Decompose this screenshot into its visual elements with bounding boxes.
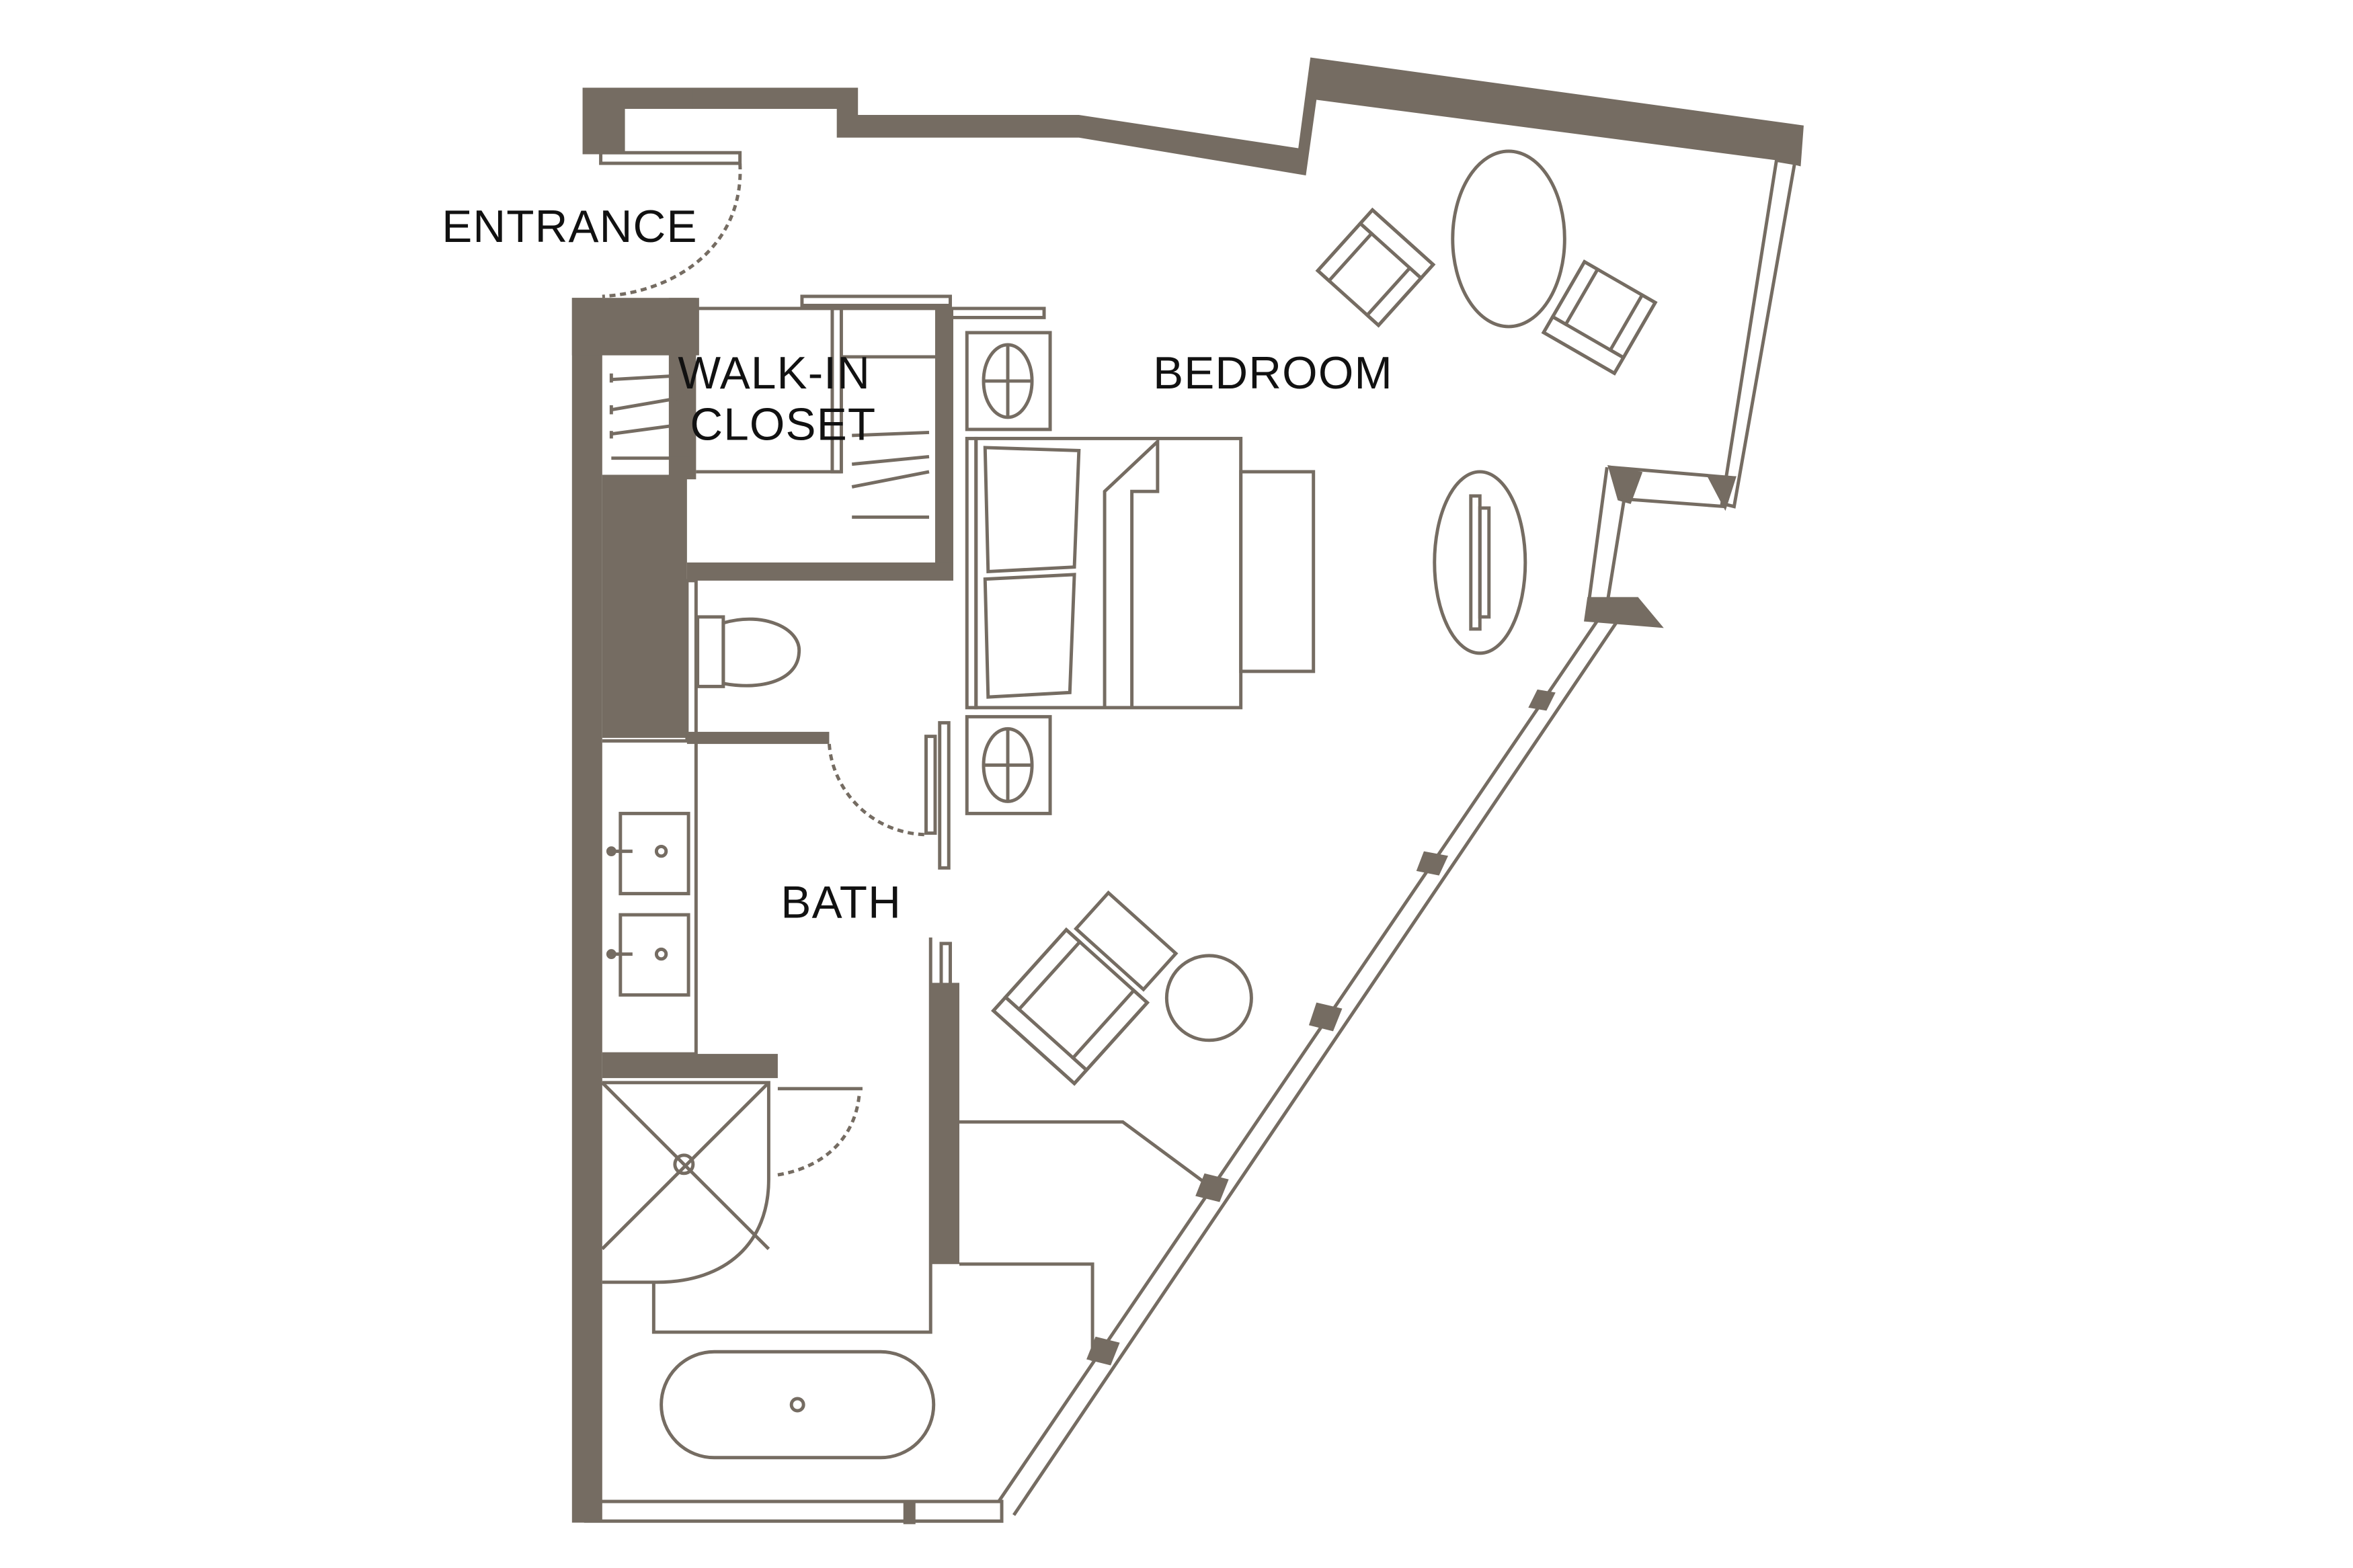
closet-label-line1: WALK-IN	[678, 348, 871, 399]
lounge-chairs	[991, 207, 1658, 1086]
wardrobe-outline	[959, 1120, 1206, 1184]
sink	[619, 811, 690, 896]
door-leaf	[599, 151, 742, 165]
bottom-mullion	[903, 1499, 916, 1524]
closet-thick-wall	[602, 474, 687, 738]
toilet-door-swing	[827, 743, 926, 837]
left-wall	[571, 298, 602, 1523]
double-vanity	[606, 811, 690, 997]
king-bed	[965, 436, 1316, 710]
bed-frame	[974, 436, 1243, 710]
walk-in-closet	[609, 294, 1046, 581]
bench	[1239, 470, 1316, 673]
top-wall	[692, 57, 1804, 175]
closet-sidewall	[668, 298, 696, 480]
bath-label: BATH	[781, 878, 902, 928]
entry-wall-stub	[582, 87, 696, 155]
closet-right-wall	[934, 308, 954, 566]
closet-header	[800, 294, 952, 307]
toilet-room-bottom-wall	[686, 731, 830, 744]
sliding-door	[924, 735, 937, 835]
window-mullion	[1308, 1002, 1343, 1032]
closet-top-wall	[696, 306, 1046, 319]
console-table	[1433, 470, 1527, 655]
freestanding-bathtub	[660, 1350, 936, 1460]
bath-partition-wall	[930, 983, 960, 1264]
dining-table	[1451, 149, 1566, 329]
entrance-label: ENTRANCE	[442, 202, 697, 252]
closet-bottom-wall	[686, 562, 954, 581]
exterior-walls	[571, 57, 1804, 1524]
pillow	[983, 573, 1076, 699]
window-outer-line	[997, 619, 1599, 1503]
angled-window-wall	[997, 619, 1618, 1516]
side-table	[1164, 954, 1253, 1042]
right-wall	[1720, 158, 1797, 509]
window-mullion	[1528, 689, 1556, 711]
toilet-room-wall	[685, 579, 698, 740]
bottom-wall	[584, 1499, 1004, 1523]
bedroom-label: BEDROOM	[1153, 348, 1393, 399]
entry-door	[599, 151, 742, 298]
notch-wall-end-2	[1707, 476, 1737, 511]
notch-wall-end	[1607, 464, 1643, 504]
closet-shelving	[609, 373, 930, 519]
bath-corner-wall	[959, 1262, 1094, 1361]
window-mullion	[1416, 851, 1449, 876]
shower-top-wall	[602, 1054, 778, 1079]
toilet	[696, 615, 801, 688]
bathroom	[601, 739, 1206, 1460]
closet-label-line2: CLOSET	[690, 400, 876, 450]
toilet-room	[685, 579, 951, 870]
sliding-door-track	[938, 720, 951, 870]
window-anchor	[1584, 597, 1664, 628]
corner-shower	[601, 1081, 863, 1284]
shower-door-swing	[777, 1091, 861, 1177]
nightstand-lamps	[965, 331, 1052, 815]
vanity-counter	[602, 739, 698, 1056]
window-inner-line	[1012, 622, 1618, 1516]
room-labels: ENTRANCE WALK-IN CLOSET BEDROOM BATH	[442, 202, 1393, 928]
window-mullion	[1086, 1336, 1120, 1366]
door-swing	[602, 163, 742, 298]
pillow	[983, 446, 1081, 574]
duvet-fold	[1103, 438, 1160, 708]
